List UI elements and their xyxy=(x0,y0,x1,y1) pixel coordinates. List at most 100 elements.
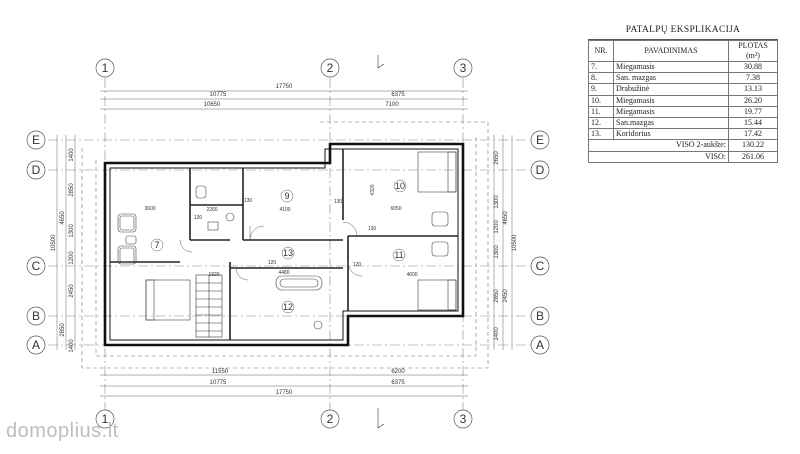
axis-bubble-1-bottom xyxy=(95,409,115,429)
table-row: 8. San. mazgas 7.38 xyxy=(588,72,778,85)
dim-left-seg-5: 2450 xyxy=(69,284,75,298)
table-row: 11. Miegamasis 19.77 xyxy=(588,105,778,118)
dimension-lines xyxy=(56,90,513,397)
floor-total-label: VISO 2-aukšte: xyxy=(588,139,729,152)
axis-bubble-3-bottom xyxy=(453,409,473,429)
building-walls xyxy=(103,142,465,347)
cell-name: Drabužinė xyxy=(613,83,729,96)
cell-nr: 13. xyxy=(588,128,614,141)
interior-partitions xyxy=(110,149,458,340)
dim-right-seg-3: 1200 xyxy=(494,220,500,234)
cell-nr: 11. xyxy=(588,105,614,118)
cell-area: 30.88 xyxy=(728,60,778,74)
dim-top-left: 10775 xyxy=(210,92,227,98)
cell-nr: 9. xyxy=(588,83,614,96)
cell-nr: 12. xyxy=(588,116,614,130)
cell-nr: 8. xyxy=(588,72,614,85)
section-markers xyxy=(377,55,385,429)
room-labels: 7 3600 9 4100 10 6050 11 4600 12 1920 13… xyxy=(144,179,418,314)
small-dim-3: 130 xyxy=(244,198,253,204)
table-row: 12. San.mazgas 15.44 xyxy=(588,116,778,130)
room-7-number: 7 xyxy=(154,240,159,250)
dim-left-seg-3: 1300 xyxy=(69,224,75,238)
axis-label-col-2-bottom: 2 xyxy=(327,412,334,426)
dim-right-seg-5: 2850 xyxy=(494,289,500,303)
dim-right-seg-1: 2650 xyxy=(494,151,500,165)
room-10-number: 10 xyxy=(395,181,405,191)
dim-left-seg-7: 1400 xyxy=(69,339,75,353)
cell-nr: 7. xyxy=(588,60,614,74)
grand-total-value: 261.06 xyxy=(728,150,778,163)
axis-bubble-1-top xyxy=(95,58,115,78)
table-title: PATALPŲ EKSPLIKACIJA xyxy=(588,22,778,40)
axis-label-col-1: 1 xyxy=(102,61,109,75)
axis-label-row-b-right: B xyxy=(536,309,544,323)
dim-right-total: 10500 xyxy=(512,234,518,251)
cell-area: 26.20 xyxy=(728,94,778,107)
room-13-number: 13 xyxy=(283,248,293,258)
dim-left-total: 10500 xyxy=(51,234,57,251)
room-10-dim: 6050 xyxy=(390,206,401,212)
grand-total-row: VISO: 261.06 xyxy=(588,150,778,163)
cell-area: 17.42 xyxy=(728,128,778,141)
axis-bubble-e-left xyxy=(26,130,46,150)
axis-label-col-3: 3 xyxy=(460,61,467,75)
furniture xyxy=(117,151,457,330)
axis-bubble-3-top xyxy=(453,58,473,78)
axis-labels: 1 2 3 1 2 3 E D C B A E D C B A xyxy=(32,61,545,426)
room-12-dim: 1920 xyxy=(208,272,219,278)
cell-name: Miegamasis xyxy=(613,105,729,118)
axis-bubble-c-left xyxy=(26,256,46,276)
dim-bottom-total: 17750 xyxy=(276,390,293,396)
room-11-number: 11 xyxy=(394,250,403,260)
dim-right-mid: 4650 xyxy=(503,211,509,225)
axis-bubble-b-right xyxy=(530,306,550,326)
cell-area: 13.13 xyxy=(728,83,778,96)
dimension-texts: 17750 10775 6375 10650 7100 11550 6200 1… xyxy=(51,84,518,396)
axis-label-row-d: D xyxy=(32,163,41,177)
axis-label-col-1-bottom: 1 xyxy=(102,412,109,426)
axis-bubble-c-right xyxy=(530,256,550,276)
stairs xyxy=(195,274,223,338)
axis-label-row-a: A xyxy=(32,338,40,352)
small-dim-5: 130 xyxy=(334,199,343,205)
axis-bubble-e-right xyxy=(530,130,550,150)
table-row: 10. Miegamasis 26.20 xyxy=(588,94,778,107)
axis-bubble-a-right xyxy=(530,335,550,355)
dim-left-seg-2: 2850 xyxy=(69,183,75,197)
door-swings xyxy=(179,221,363,281)
table-row: 13. Koridorius 17.42 xyxy=(588,128,778,141)
header-nr: NR. xyxy=(588,40,614,62)
axis-bubble-d-right xyxy=(530,160,550,180)
axis-label-row-e: E xyxy=(32,133,40,147)
cell-name: Miegamasis xyxy=(613,94,729,107)
dim-top-right: 6375 xyxy=(391,92,405,98)
axis-label-col-2: 2 xyxy=(327,61,334,75)
header-name: PAVADINIMAS xyxy=(613,40,729,62)
axis-label-row-b: B xyxy=(32,309,40,323)
table-row: 9. Drabužinė 13.13 xyxy=(588,83,778,96)
dim-bottom-inner-left: 11550 xyxy=(212,369,229,375)
dim-bottom-inner-right: 6200 xyxy=(391,369,405,375)
small-dim-6: 130 xyxy=(368,226,377,232)
axis-label-row-c-right: C xyxy=(536,259,545,273)
dim-right-seg-4: 1300 xyxy=(494,245,500,259)
dim-top-inner-left: 10650 xyxy=(204,102,221,108)
floor-total-row: VISO 2-aukšte: 130.22 xyxy=(588,139,778,152)
room-13-dim: 4480 xyxy=(278,270,289,276)
axis-grid-lines xyxy=(48,78,530,412)
dim-top-inner-right: 7100 xyxy=(385,102,399,108)
table-header-row: NR. PAVADINIMAS PLOTAS (m²) xyxy=(588,40,778,62)
axis-label-col-3-bottom: 3 xyxy=(460,412,467,426)
roof-outline xyxy=(81,121,489,369)
small-dim-1: 2260 xyxy=(206,207,217,213)
floor-total-value: 130.22 xyxy=(728,139,778,152)
cell-name: San. mazgas xyxy=(613,72,729,85)
small-dim-2: 130 xyxy=(194,215,203,221)
dim-left-seg-6: 2850 xyxy=(60,323,66,337)
cell-area: 15.44 xyxy=(728,116,778,130)
watermark-logo: domoplius.lt xyxy=(6,420,119,442)
grand-total-label: VISO: xyxy=(588,150,729,163)
dim-top-total: 17750 xyxy=(276,84,293,90)
axis-bubble-b-left xyxy=(26,306,46,326)
